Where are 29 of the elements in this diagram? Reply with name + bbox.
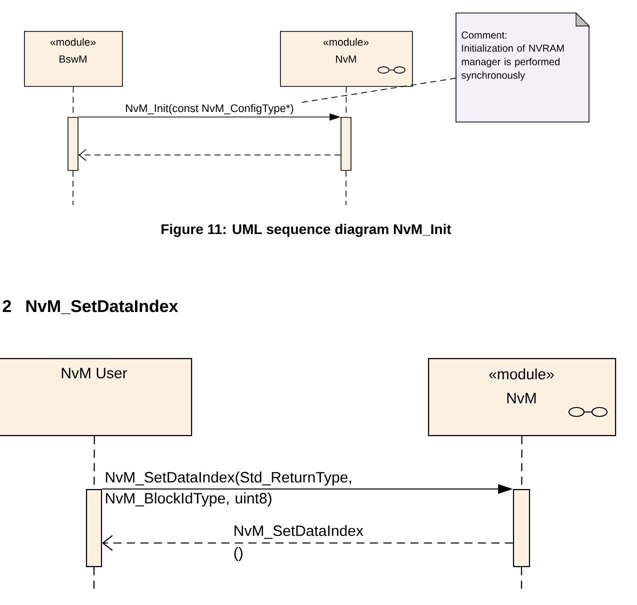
activation-bar — [340, 117, 352, 171]
stereotype-label: «module» — [323, 38, 369, 46]
activation-bar — [86, 489, 102, 568]
lifeline — [72, 170, 74, 206]
return-arrow — [102, 535, 513, 551]
stereotype-label: «module» — [50, 38, 96, 46]
return-arrow — [78, 149, 341, 161]
activation-bar — [512, 489, 530, 568]
stereotype-label: «module» — [489, 368, 554, 380]
lifeline — [93, 567, 95, 590]
activation-bar — [68, 117, 78, 171]
section-number: 2 — [2, 300, 11, 312]
message-label: NvM_Init(const NvM_ConfigType*) — [124, 103, 295, 116]
participant-name: NvM — [336, 55, 356, 63]
message-label: NvM_SetDataIndex () — [234, 525, 364, 561]
lifeline — [520, 567, 522, 590]
message-label: NvM_SetDataIndex(Std_ReturnType, NvM_BlockIdType, uint8) — [106, 472, 351, 506]
participant-name: BswM — [60, 55, 86, 63]
participant-name: NvM User — [62, 368, 128, 378]
participant-box — [428, 358, 616, 436]
leader-line — [300, 78, 456, 103]
participant-box — [280, 31, 413, 87]
participant-name: NvM — [507, 392, 536, 404]
participant-box — [0, 358, 192, 436]
note-heading: Comment: — [462, 32, 506, 39]
participant-box — [24, 31, 123, 87]
note-text: Initialization of NVRAM manager is performed synchronously — [462, 44, 564, 81]
figure-caption: Figure 11: UML sequence diagram NvM_Init — [162, 224, 452, 237]
section-heading: NvM_SetDataIndex — [26, 300, 178, 314]
